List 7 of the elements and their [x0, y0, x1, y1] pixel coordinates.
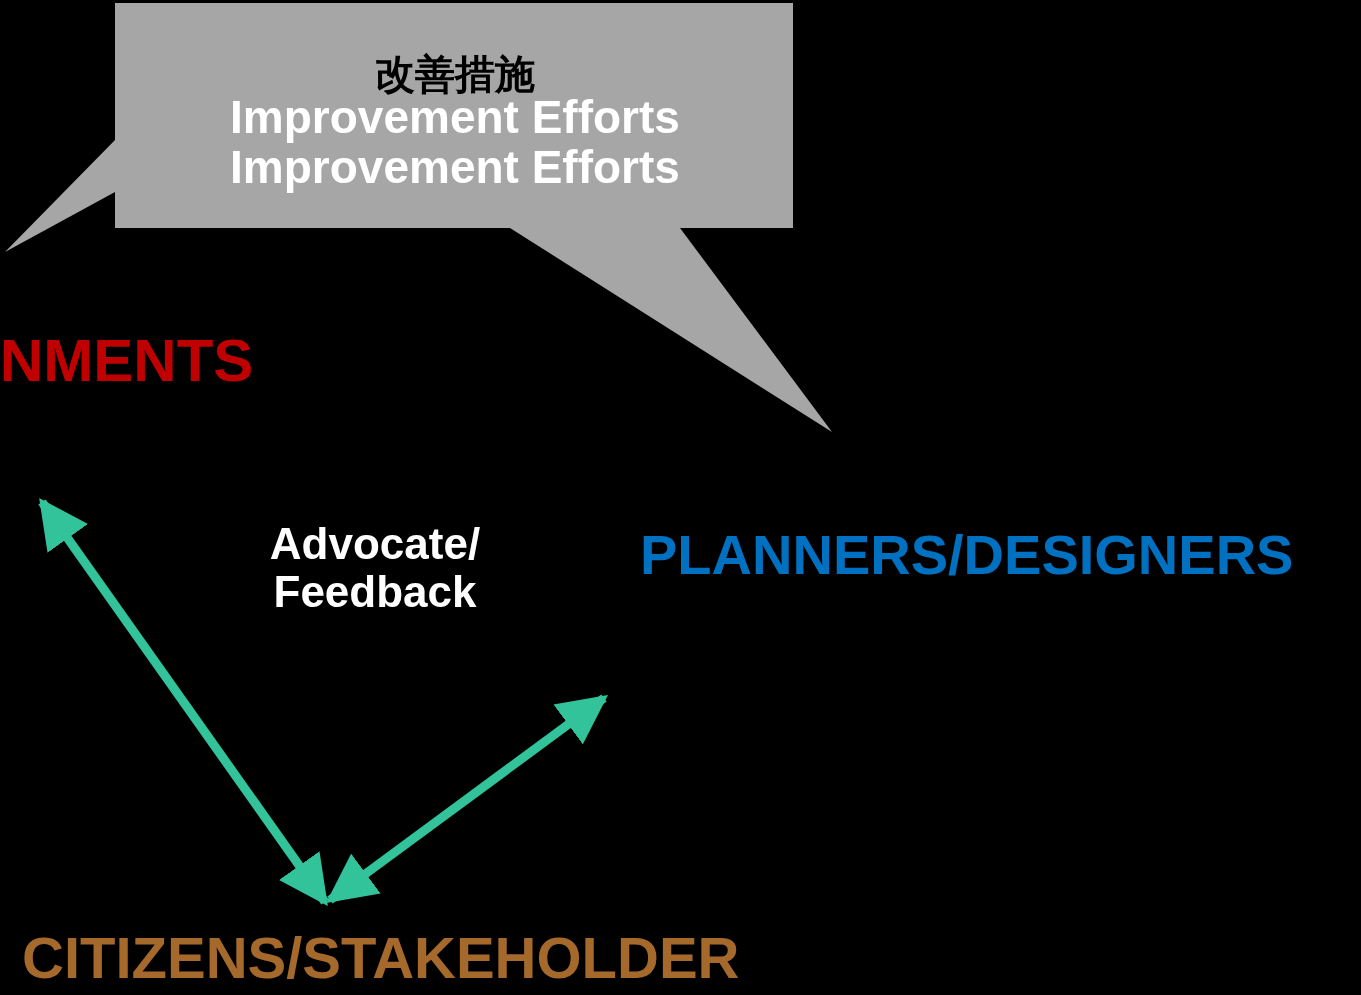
- arrow-label: Advocate/ Feedback: [268, 520, 482, 617]
- group-label: PLANNERS/DESIGNERS: [640, 524, 1294, 586]
- group-label: NMENTS: [0, 328, 254, 394]
- double-arrow: [326, 694, 608, 904]
- double-arrow: [38, 497, 329, 907]
- callout-text: Improvement Efforts: [230, 142, 680, 193]
- group-label: CITIZENS/STAKEHOLDER: [22, 926, 740, 990]
